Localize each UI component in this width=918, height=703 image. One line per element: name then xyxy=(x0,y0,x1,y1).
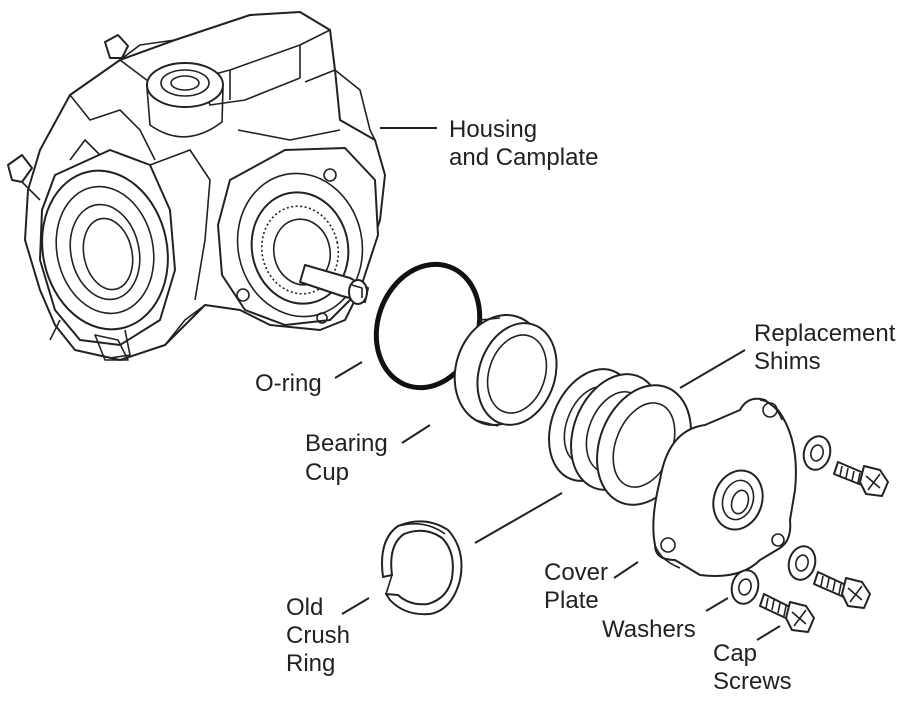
crush-ring-leader xyxy=(341,597,370,615)
washers-leader xyxy=(705,597,729,612)
bearing-cup-leader xyxy=(401,424,431,444)
labels: Housing and Camplate Replacement Shims O… xyxy=(255,116,896,695)
old-crush-ring xyxy=(381,520,463,616)
old-crush-ring-label-line3: Ring xyxy=(286,650,335,677)
housing-and-camplate xyxy=(7,11,386,361)
cap-screws-label-line2: Screws xyxy=(713,668,792,695)
cap-screws xyxy=(759,461,889,633)
replacement-shims-label-line1: Replacement xyxy=(754,320,896,347)
cap-screws-label-line1: Cap xyxy=(713,640,757,667)
bearing-cup-label-line1: Bearing xyxy=(305,430,388,457)
cover-plate-label-line2: Plate xyxy=(544,587,599,614)
cap-screws-leader xyxy=(756,625,781,641)
cap-screw-middle xyxy=(813,571,871,609)
replacement-shims-label-line2: Shims xyxy=(754,348,821,375)
cover-plate xyxy=(652,397,797,577)
washers xyxy=(730,435,832,605)
cover-plate-leader xyxy=(613,561,639,579)
leader-lines xyxy=(334,127,781,641)
replacement-shims-leader xyxy=(679,349,746,389)
cover-plate-label-line1: Cover xyxy=(544,559,608,586)
crush-ring-to-cup-leader xyxy=(474,492,563,544)
o-ring-leader xyxy=(334,361,363,379)
bearing-cup-label-line2: Cup xyxy=(305,459,349,486)
bearing-cup xyxy=(453,314,558,427)
cap-screw-bottom xyxy=(759,593,815,633)
old-crush-ring-label-line1: Old xyxy=(286,594,323,621)
washers-label: Washers xyxy=(602,616,696,643)
housing-label-line1: Housing xyxy=(449,116,537,143)
o-ring-label: O-ring xyxy=(255,370,322,397)
replacement-shims xyxy=(548,368,692,506)
housing-label-line2: and Camplate xyxy=(449,144,598,171)
old-crush-ring-label-line2: Crush xyxy=(286,622,350,649)
cap-screw-top xyxy=(833,461,889,497)
